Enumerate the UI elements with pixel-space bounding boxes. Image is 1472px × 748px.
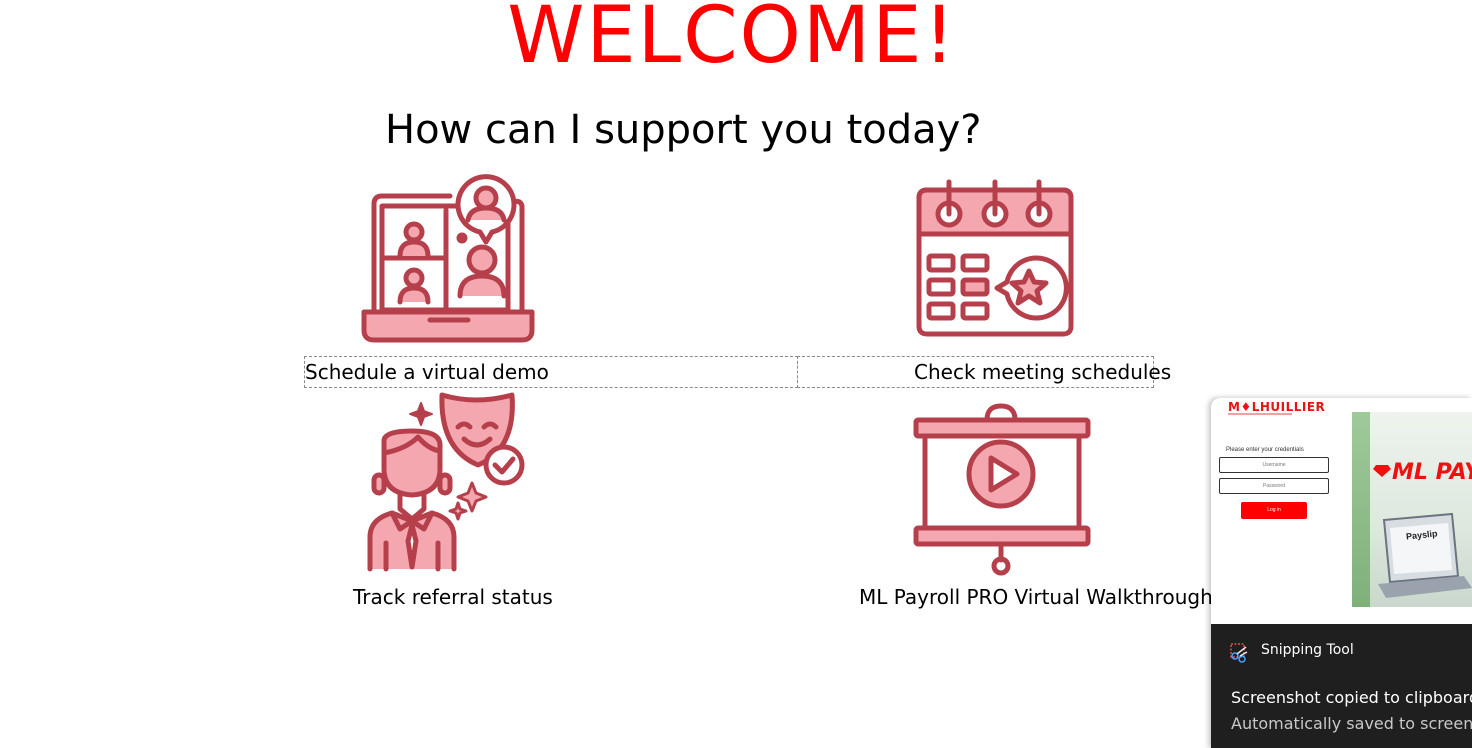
laptop-icon: [1378, 512, 1472, 598]
option-label-payroll-walkthrough[interactable]: ML Payroll PRO Virtual Walkthrough: [859, 585, 1213, 609]
preview-logo: M♦LHUILLIER: [1228, 400, 1326, 414]
video-conference-icon[interactable]: [360, 168, 538, 344]
option-label-meeting-schedules[interactable]: Check meeting schedules: [914, 360, 1172, 384]
snipping-tool-notification[interactable]: M♦LHUILLIER Please enter your credential…: [1211, 398, 1472, 748]
welcome-heading: WELCOME!: [507, 0, 957, 81]
preview-brand: ML PAYROLL: [1392, 460, 1472, 485]
calendar-star-icon[interactable]: [915, 178, 1075, 338]
diamond-icon: [1373, 465, 1391, 477]
notification-title: Screenshot copied to clipboard: [1231, 688, 1472, 707]
person-mask-check-icon[interactable]: [366, 391, 528, 573]
notification-app-name: Snipping Tool: [1261, 642, 1354, 658]
preview-tagline: [1228, 413, 1292, 415]
presentation-play-icon[interactable]: [913, 402, 1091, 578]
notification-body: Automatically saved to screenshots folde…: [1231, 714, 1472, 733]
option-label-schedule-demo[interactable]: Schedule a virtual demo: [305, 360, 549, 384]
option-label-track-referral[interactable]: Track referral status: [353, 585, 553, 609]
preview-password-field: Password: [1219, 478, 1329, 494]
table-cell-meeting-schedules[interactable]: [797, 356, 1154, 388]
preview-login-button: Log in: [1241, 502, 1307, 519]
preview-username-field: Username: [1219, 457, 1329, 473]
snipping-tool-icon: [1230, 643, 1248, 663]
preview-prompt: Please enter your credentials: [1226, 447, 1304, 453]
screenshot-preview[interactable]: M♦LHUILLIER Please enter your credential…: [1211, 398, 1472, 624]
preview-banner: ML PAYROLL Payslip: [1352, 412, 1472, 607]
support-subtitle: How can I support you today?: [385, 107, 982, 153]
